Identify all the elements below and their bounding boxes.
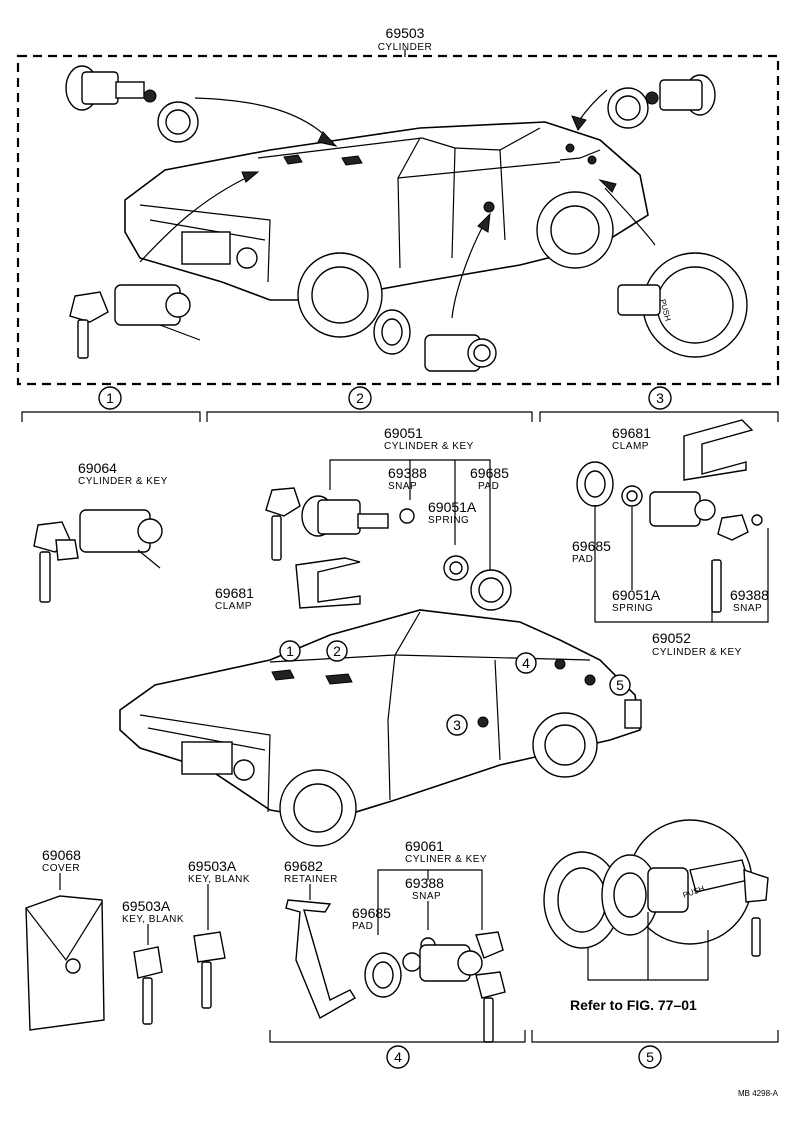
top-trunk-cylinder xyxy=(607,74,716,129)
part-69388-b-number: 69388 xyxy=(730,587,769,603)
part-69503A-b-name: KEY, BLANK xyxy=(188,874,250,885)
part-69681-a-name: CLAMP xyxy=(215,601,252,612)
part-69685-b-name: PAD xyxy=(572,554,593,565)
part-69061-name: CYLINER & KEY xyxy=(405,854,487,865)
part-69685-b-number: 69685 xyxy=(572,538,611,554)
section-brackets-upper xyxy=(21,411,779,422)
callout-4: 4 xyxy=(515,652,537,674)
part-69685-c-name: PAD xyxy=(352,921,373,932)
figure-code: MB 4298-A xyxy=(738,1089,779,1098)
svg-text:1: 1 xyxy=(106,390,114,406)
svg-text:5: 5 xyxy=(646,1049,654,1065)
svg-text:2: 2 xyxy=(333,643,341,659)
part-69052-name: CYLINDER & KEY xyxy=(652,647,742,658)
section-2-door-cylinder xyxy=(265,487,512,611)
key-cover xyxy=(25,895,105,1031)
svg-text:2: 2 xyxy=(356,390,364,406)
part-69052-number: 69052 xyxy=(652,630,691,646)
part-69685-c-number: 69685 xyxy=(352,905,391,921)
part-69503A-a-number: 69503A xyxy=(122,898,171,914)
retainer xyxy=(285,899,356,1020)
svg-text:5: 5 xyxy=(616,677,624,693)
key-blank-a xyxy=(133,946,163,1025)
part-69388-a-name: SNAP xyxy=(388,481,417,492)
part-69388-c-name: SNAP xyxy=(412,891,441,902)
section-marker-3: 3 xyxy=(648,386,672,410)
top-fuel-cap: PUSH xyxy=(617,252,748,358)
top-part-number: 69503 xyxy=(386,25,425,41)
callout-1: 1 xyxy=(279,640,301,662)
part-69682-number: 69682 xyxy=(284,858,323,874)
svg-text:1: 1 xyxy=(286,643,294,659)
svg-text:4: 4 xyxy=(522,655,530,671)
part-69388-c-number: 69388 xyxy=(405,875,444,891)
part-69503A-b-number: 69503A xyxy=(188,858,237,874)
part-69064-name: CYLINDER & KEY xyxy=(78,476,168,487)
part-69051A-b-number: 69051A xyxy=(612,587,661,603)
refer-to-figure: Refer to FIG. 77–01 xyxy=(570,997,697,1013)
svg-text:3: 3 xyxy=(453,717,461,733)
callout-5: 5 xyxy=(609,674,631,696)
part-69388-a-number: 69388 xyxy=(388,465,427,481)
part-69051A-a-name: SPRING xyxy=(428,515,469,526)
section-marker-1: 1 xyxy=(98,386,122,410)
part-69068-name: COVER xyxy=(42,863,80,874)
section-3-trunk-cylinder xyxy=(576,419,763,613)
svg-text:4: 4 xyxy=(394,1049,402,1065)
part-69682-name: RETAINER xyxy=(284,874,338,885)
part-69681-b-name: CLAMP xyxy=(612,441,649,452)
part-69061-number: 69061 xyxy=(405,838,444,854)
top-part-name: CYLINDER xyxy=(378,42,433,53)
part-69051-name: CYLINDER & KEY xyxy=(384,441,474,452)
callout-2: 2 xyxy=(326,640,348,662)
part-69681-a-number: 69681 xyxy=(215,585,254,601)
part-69681-b-number: 69681 xyxy=(612,425,651,441)
section-marker-2: 2 xyxy=(348,386,372,410)
top-ignition-cylinder xyxy=(69,284,201,359)
key-blank-b xyxy=(193,931,226,1009)
top-assembly-box: 69503 CYLINDER xyxy=(16,25,780,386)
middle-car-illustration xyxy=(119,609,642,847)
section-marker-5: 5 xyxy=(638,1045,662,1069)
part-69051-number: 69051 xyxy=(384,425,423,441)
top-arrows xyxy=(139,89,656,319)
part-69388-b-name: SNAP xyxy=(733,603,762,614)
part-69685-a-name: PAD xyxy=(478,481,499,492)
part-69503A-a-name: KEY, BLANK xyxy=(122,914,184,925)
section-4-cylinder xyxy=(364,931,506,1043)
section-marker-4: 4 xyxy=(386,1045,410,1069)
top-car-illustration xyxy=(124,121,649,338)
part-69051A-a-number: 69051A xyxy=(428,499,477,515)
top-hood-lock-cylinder xyxy=(65,65,199,143)
part-69068-number: 69068 xyxy=(42,847,81,863)
section-1-ignition xyxy=(33,509,163,603)
part-69064-number: 69064 xyxy=(78,460,117,476)
callout-3: 3 xyxy=(446,714,468,736)
part-69051A-b-name: SPRING xyxy=(612,603,653,614)
section-5-fuel-cap: PUSH xyxy=(543,819,769,957)
svg-text:3: 3 xyxy=(656,390,664,406)
section-brackets-lower xyxy=(269,1030,779,1043)
top-door-cylinder xyxy=(373,309,497,372)
part-69685-a-number: 69685 xyxy=(470,465,509,481)
